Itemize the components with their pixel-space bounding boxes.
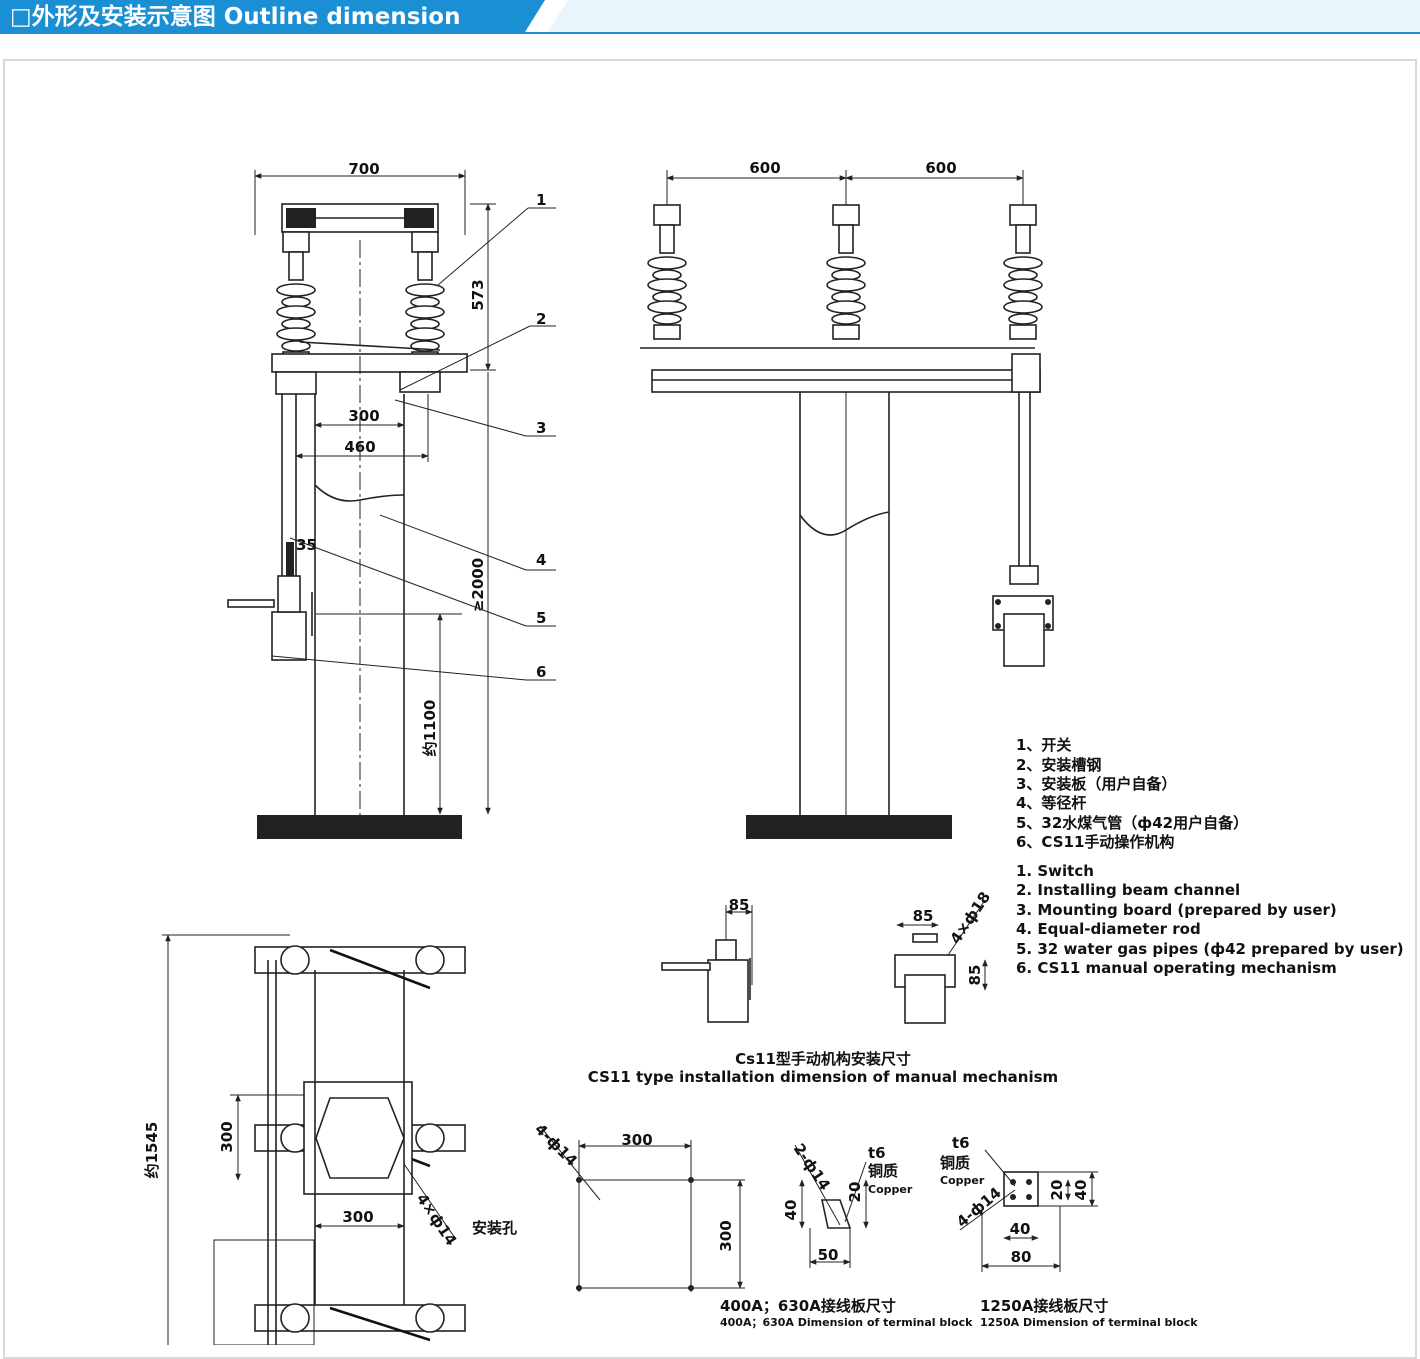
dim-600-left: 600 xyxy=(749,159,780,177)
plate1-width: 300 xyxy=(621,1131,652,1149)
dim-35: 35 xyxy=(296,536,317,554)
plan-hole-label: 安装孔 xyxy=(472,1219,517,1237)
plate-400-630: 300 300 4-ф14 400A；630A接线板尺寸 400A；630A D… xyxy=(531,1120,973,1329)
header-bar xyxy=(0,0,545,32)
plate3-caption-en: 1250A Dimension of terminal block xyxy=(980,1316,1198,1329)
callout-1: 1 xyxy=(536,191,546,209)
plate3-d40v: 40 xyxy=(1072,1180,1090,1201)
mech-holes: 4×ф18 xyxy=(946,888,994,947)
dim-1100: 约1100 xyxy=(421,700,439,757)
section-title: □外形及安装示意图 Outline dimension xyxy=(10,4,461,30)
dim-700: 700 xyxy=(348,160,379,178)
plan-dim-300-h: 300 xyxy=(342,1208,373,1226)
plate3-material-cn: 铜质 xyxy=(940,1154,970,1172)
legend-cn-4: 4、等径杆 xyxy=(1016,794,1086,812)
legend-cn-2: 2、安装槽钢 xyxy=(1016,756,1101,774)
front-view: 600 600 xyxy=(640,159,1054,839)
legend-cn-1: 1、开关 xyxy=(1016,736,1071,754)
plate3-caption-cn: 1250A接线板尺寸 xyxy=(980,1297,1108,1315)
mech-right-85: 85 xyxy=(913,907,934,925)
plan-dim-300-v: 300 xyxy=(218,1121,236,1152)
dim-300-board: 300 xyxy=(348,407,379,425)
plate3-d20: 20 xyxy=(1048,1180,1066,1201)
mechanism-details: 85 85 4×ф18 85 Cs11型手动机构安装尺寸 CS11 type i… xyxy=(588,888,1058,1086)
plate-1250: t6 铜质 Copper 4-ф14 20 40 40 80 1250A接线板尺… xyxy=(940,1134,1198,1329)
plate1-caption-cn: 400A；630A接线板尺寸 xyxy=(720,1297,896,1315)
plan-view: 约1545 300 300 4×ф14 安装孔 xyxy=(143,934,517,1345)
parts-legend: 1、开关 2、安装槽钢 3、安装板（用户自备） 4、等径杆 5、32水煤气管（ф… xyxy=(1016,736,1404,977)
legend-en-4: 4. Equal-diameter rod xyxy=(1016,920,1201,938)
legend-en-3: 3. Mounting board (prepared by user) xyxy=(1016,901,1337,919)
callout-4: 4 xyxy=(536,551,546,569)
mech-caption-cn: Cs11型手动机构安装尺寸 xyxy=(735,1050,911,1068)
callout-6: 6 xyxy=(536,663,546,681)
header-tail xyxy=(548,0,1420,32)
plate3-d80: 80 xyxy=(1011,1248,1032,1266)
plate2-material-cn: 铜质 xyxy=(868,1162,898,1180)
plate3-d40h: 40 xyxy=(1010,1220,1031,1238)
plate1-holes: 4-ф14 xyxy=(531,1120,581,1170)
mech-left-85: 85 xyxy=(729,896,750,914)
side-view: 700 300 460 35 xyxy=(227,160,556,842)
plate1-height: 300 xyxy=(717,1220,735,1251)
legend-en-2: 2. Installing beam channel xyxy=(1016,881,1240,899)
callout-5: 5 xyxy=(536,609,546,627)
plate2-d20: 20 xyxy=(846,1182,864,1203)
legend-cn-3: 3、安装板（用户自备） xyxy=(1016,775,1176,793)
legend-cn-6: 6、CS11手动操作机构 xyxy=(1016,833,1174,851)
dim-2000: ≥2000 xyxy=(469,558,487,612)
header-underline xyxy=(0,32,1420,34)
dim-573: 573 xyxy=(469,279,487,310)
legend-en-1: 1. Switch xyxy=(1016,862,1094,880)
mech-right-height: 85 xyxy=(966,965,984,986)
legend-cn-5: 5、32水煤气管（ф42用户自备） xyxy=(1016,814,1248,832)
legend-en-6: 6. CS11 manual operating mechanism xyxy=(1016,959,1337,977)
plan-holes: 4×ф14 xyxy=(413,1190,461,1249)
plate3-material-en: Copper xyxy=(940,1174,985,1187)
mech-caption-en: CS11 type installation dimension of manu… xyxy=(588,1068,1058,1086)
plate2-d40: 40 xyxy=(782,1200,800,1221)
plate-copper-small: 2-ф14 t6 铜质 Copper 20 40 50 xyxy=(782,1140,913,1268)
plate1-caption-en: 400A；630A Dimension of terminal block xyxy=(720,1316,973,1329)
callout-3: 3 xyxy=(536,419,546,437)
plan-dim-1545: 约1545 xyxy=(143,1122,161,1179)
plate3-thickness: t6 xyxy=(952,1134,970,1152)
plate2-d50: 50 xyxy=(818,1246,839,1264)
callout-2: 2 xyxy=(536,310,546,328)
section-header: □外形及安装示意图 Outline dimension xyxy=(0,0,1420,36)
legend-en-5: 5. 32 water gas pipes (ф42 prepared by u… xyxy=(1016,940,1404,958)
plate2-holes: 2-ф14 xyxy=(790,1140,834,1194)
plate2-thickness: t6 xyxy=(868,1144,886,1162)
plate3-holes: 4-ф14 xyxy=(953,1184,1005,1231)
plate2-material-en: Copper xyxy=(868,1183,913,1196)
dim-600-right: 600 xyxy=(925,159,956,177)
